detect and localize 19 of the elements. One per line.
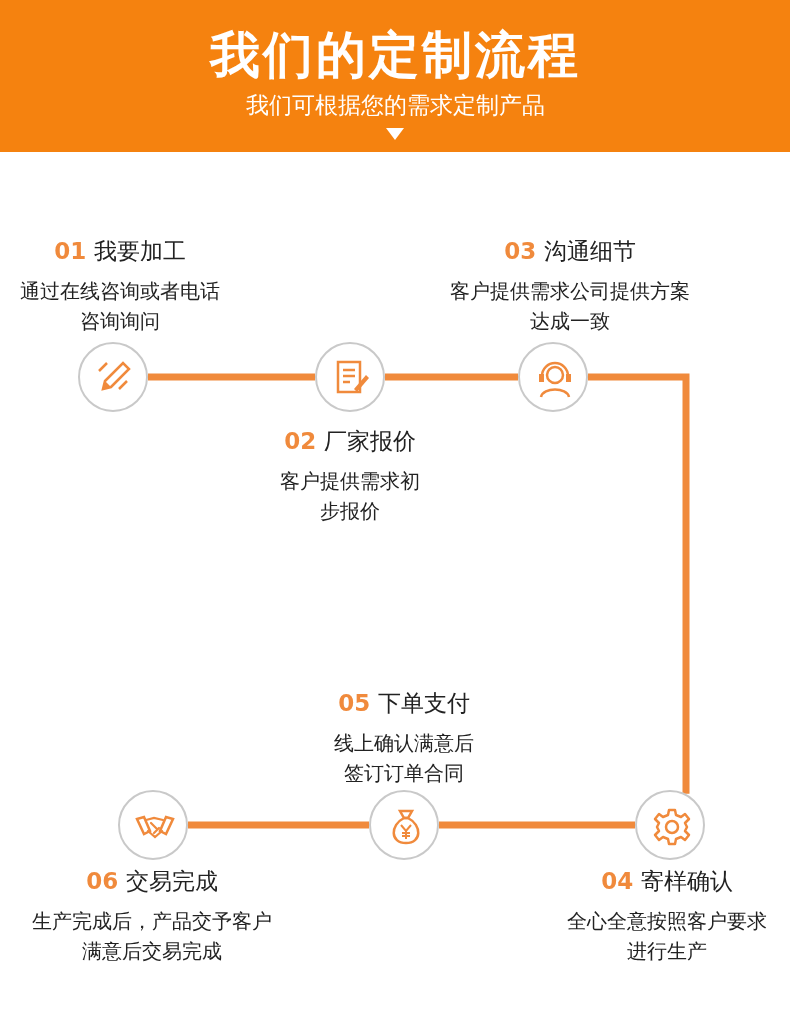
step-heading: 02 厂家报价 [284, 427, 416, 456]
title: 我们的定制流程 [209, 25, 581, 86]
step-heading: 03 沟通细节 [504, 237, 636, 266]
connector-line [385, 373, 518, 381]
step-heading: 06 交易完成 [86, 867, 218, 896]
step-heading: 05 下单支付 [338, 689, 470, 718]
connector-line [188, 821, 369, 829]
connector-line [148, 373, 315, 381]
step-description: 全心全意按照客户要求进行生产 [567, 908, 767, 965]
connector-line [588, 373, 690, 794]
step-description: 通过在线咨询或者电话咨询询问 [19, 278, 221, 335]
step-heading: 01 我要加工 [54, 237, 186, 266]
step-heading: 04 寄样确认 [601, 867, 733, 896]
connector-line [439, 821, 635, 829]
step-description: 生产完成后，产品交予客户满意后交易完成 [31, 908, 273, 965]
step-description: 客户提供需求初步报价 [279, 468, 421, 525]
step-description: 客户提供需求公司提供方案达成一致 [449, 278, 691, 335]
step-description: 线上确认满意后签订订单合同 [333, 730, 475, 787]
subtitle: 我们可根据您的需求定制产品 [245, 91, 545, 120]
